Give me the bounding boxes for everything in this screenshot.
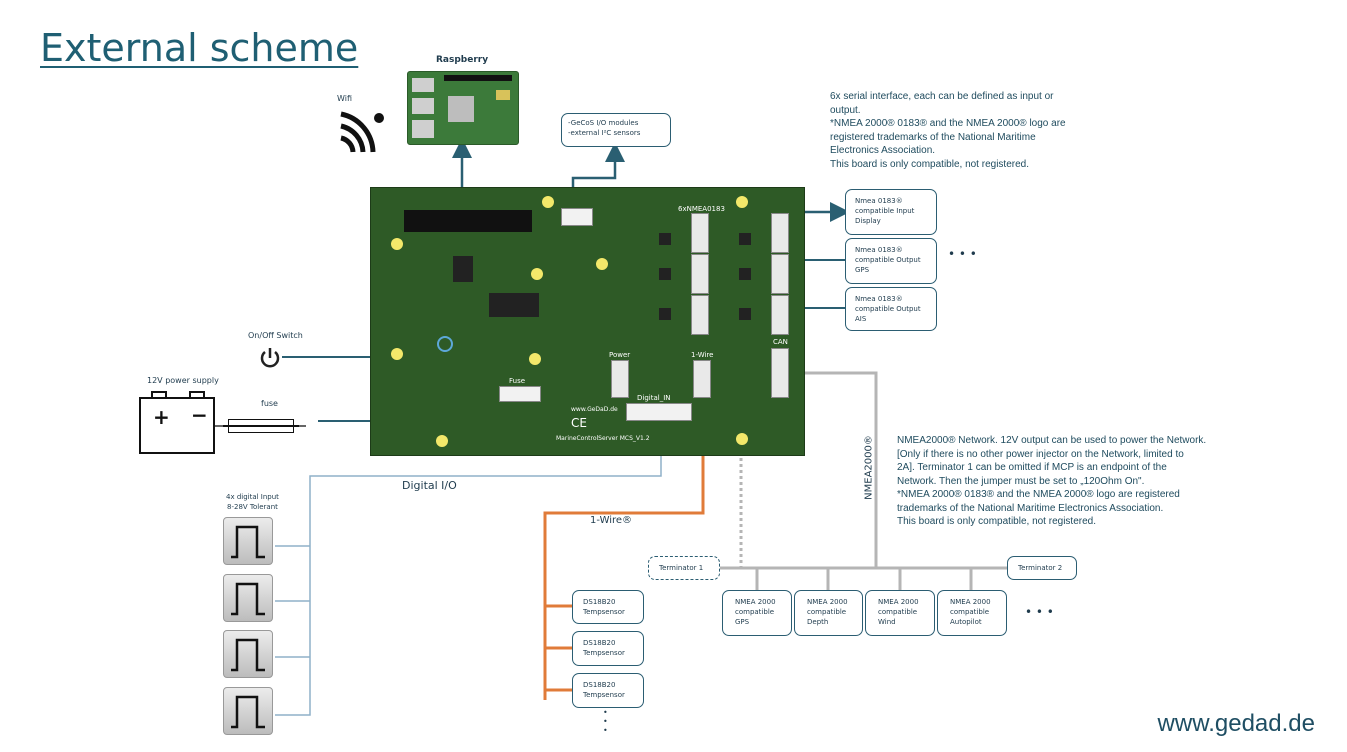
- pcb-board-name: MarineControlServer MCS_V1.2: [556, 435, 650, 442]
- nmea2000-bus: [780, 371, 1007, 570]
- pcb-power-label: Power: [609, 351, 631, 359]
- ds18b20-box-1: DS18B20 Tempsensor: [572, 590, 644, 624]
- nmea2000-box-autopilot: NMEA 2000 compatible Autopilot: [937, 590, 1007, 636]
- onoff-label: On/Off Switch: [248, 331, 303, 340]
- onewire-label: 1-Wire®: [590, 515, 633, 526]
- digital-input-label: 4x digital Input 8-28V Tolerant: [226, 493, 279, 511]
- fuse-icon: [223, 419, 299, 433]
- wifi-label: Wifi: [337, 94, 352, 103]
- website-footer: www.gedad.de: [1157, 710, 1315, 737]
- raspberry-label: Raspberry: [436, 55, 489, 65]
- digital-input-icon-1: [223, 517, 273, 565]
- pcb-fuse-label: Fuse: [509, 377, 526, 385]
- nmea0183-box-input: Nmea 0183® compatible Input Display: [845, 189, 937, 235]
- pulse-icons: [231, 525, 265, 729]
- more-nmea2000-dots: • • •: [1025, 605, 1054, 619]
- power-supply-label: 12V power supply: [147, 376, 219, 385]
- more-nmea0183-dots: • • •: [948, 247, 977, 261]
- ds18b20-box-3: DS18B20 Tempsensor: [572, 673, 644, 708]
- pcb-digital-label: Digital_IN: [637, 394, 671, 402]
- nmea2000-axis-label: NMEA2000®: [863, 435, 875, 500]
- terminator-1: Terminator 1: [648, 556, 720, 580]
- serial-note: 6x serial interface, each can be defined…: [830, 91, 1066, 170]
- more-sensors-dots: • • •: [603, 708, 608, 735]
- gecos-box: -GeCoS I/O modules -external I²C sensors: [561, 113, 671, 147]
- pcb-header-label: 6xNMEA0183: [678, 205, 725, 213]
- pcb-board: 6xNMEA0183 Power 1-Wire CAN Fuse Digital…: [370, 187, 805, 456]
- ds18b20-box-2: DS18B20 Tempsensor: [572, 631, 644, 666]
- network-note: NMEA2000® Network. 12V output can be use…: [897, 435, 1207, 527]
- battery-icon: + −: [139, 391, 215, 454]
- nmea2000-box-depth: NMEA 2000 compatible Depth: [794, 590, 863, 636]
- pcb-url: www.GeDaD.de: [571, 406, 618, 413]
- fuse-label: fuse: [261, 399, 278, 408]
- raspberry-pi-image: [407, 71, 519, 145]
- wifi-icon: [340, 111, 384, 153]
- terminator-2: Terminator 2: [1007, 556, 1077, 580]
- nmea0183-box-gps: Nmea 0183® compatible Output GPS: [845, 238, 937, 284]
- digital-io-label: Digital I/O: [402, 479, 457, 492]
- digital-io-link: [275, 432, 662, 716]
- nmea2000-box-gps: NMEA 2000 compatible GPS: [722, 590, 792, 636]
- pcb-can-label: CAN: [773, 338, 788, 346]
- power-icon: [260, 348, 280, 368]
- pcb-ce-mark: CE: [571, 416, 587, 430]
- nmea2000-box-wind: NMEA 2000 compatible Wind: [865, 590, 935, 636]
- page-title: External scheme: [40, 26, 359, 70]
- nmea0183-box-ais: Nmea 0183® compatible Output AIS: [845, 287, 937, 331]
- pcb-onewire-label: 1-Wire: [691, 351, 714, 359]
